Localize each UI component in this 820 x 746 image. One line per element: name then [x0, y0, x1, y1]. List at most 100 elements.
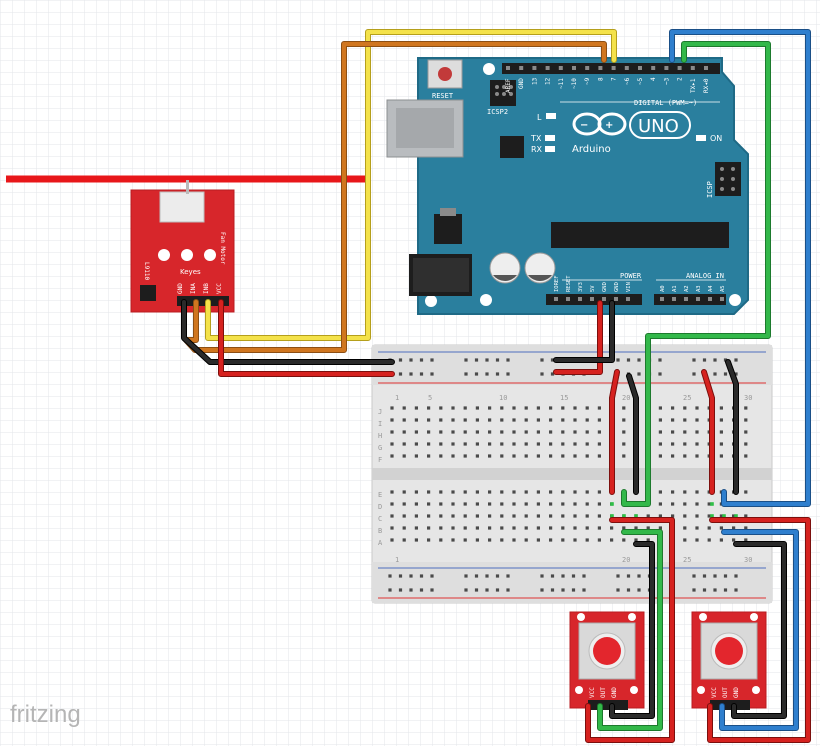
rail-hole[interactable]	[506, 574, 510, 578]
breadboard-hole[interactable]	[744, 430, 748, 434]
breadboard-hole[interactable]	[439, 454, 443, 458]
breadboard-hole[interactable]	[475, 514, 479, 518]
rail-hole[interactable]	[430, 588, 434, 592]
breadboard-hole[interactable]	[683, 442, 687, 446]
breadboard-hole[interactable]	[622, 526, 626, 530]
breadboard-hole[interactable]	[671, 442, 675, 446]
rail-hole[interactable]	[723, 372, 728, 376]
breadboard-hole[interactable]	[744, 454, 748, 458]
rail-hole[interactable]	[430, 372, 434, 376]
breadboard-hole[interactable]	[597, 514, 601, 518]
breadboard-hole[interactable]	[646, 514, 650, 518]
breadboard-hole[interactable]	[658, 430, 662, 434]
push-button-cap[interactable]	[715, 637, 743, 665]
rail-hole[interactable]	[702, 574, 707, 578]
breadboard-hole[interactable]	[695, 442, 699, 446]
breadboard-hole[interactable]	[475, 418, 479, 422]
breadboard-hole[interactable]	[439, 442, 443, 446]
breadboard-hole[interactable]	[536, 442, 540, 446]
header-pin[interactable]	[598, 66, 603, 70]
breadboard-hole[interactable]	[683, 430, 687, 434]
breadboard-hole[interactable]	[536, 502, 540, 506]
rail-hole[interactable]	[540, 372, 544, 376]
breadboard-hole[interactable]	[597, 406, 601, 410]
rail-hole[interactable]	[658, 372, 662, 376]
rail-hole[interactable]	[506, 372, 510, 376]
rail-hole[interactable]	[419, 358, 424, 362]
breadboard-hole[interactable]	[488, 526, 492, 530]
breadboard-hole[interactable]	[719, 538, 723, 542]
breadboard-hole[interactable]	[488, 430, 492, 434]
breadboard-hole[interactable]	[573, 406, 577, 410]
breadboard-hole[interactable]	[634, 526, 638, 530]
breadboard-hole-connected[interactable]	[710, 514, 714, 518]
rail-hole[interactable]	[561, 588, 565, 592]
rail-hole[interactable]	[582, 574, 586, 578]
breadboard-hole[interactable]	[390, 442, 394, 446]
header-pin[interactable]	[708, 297, 712, 301]
breadboard-hole[interactable]	[585, 502, 589, 506]
breadboard-hole[interactable]	[719, 406, 723, 410]
breadboard-hole[interactable]	[658, 406, 662, 410]
breadboard-hole[interactable]	[463, 502, 467, 506]
rail-hole[interactable]	[734, 372, 738, 376]
breadboard-hole[interactable]	[488, 538, 492, 542]
rail-hole[interactable]	[692, 358, 696, 362]
breadboard-hole[interactable]	[524, 442, 528, 446]
rail-hole[interactable]	[540, 574, 544, 578]
breadboard-hole[interactable]	[390, 418, 394, 422]
breadboard-hole[interactable]	[439, 490, 443, 494]
breadboard-hole[interactable]	[475, 502, 479, 506]
breadboard-hole[interactable]	[719, 430, 723, 434]
breadboard-hole[interactable]	[671, 490, 675, 494]
breadboard-hole[interactable]	[463, 430, 467, 434]
rail-hole[interactable]	[398, 358, 403, 362]
breadboard-hole[interactable]	[402, 442, 406, 446]
breadboard-hole[interactable]	[744, 418, 748, 422]
rail-hole[interactable]	[713, 588, 717, 592]
breadboard-hole[interactable]	[695, 454, 699, 458]
breadboard-hole[interactable]	[512, 526, 516, 530]
breadboard-hole[interactable]	[683, 418, 687, 422]
rail-hole[interactable]	[637, 358, 641, 362]
rail-hole[interactable]	[419, 574, 424, 578]
breadboard-hole[interactable]	[524, 430, 528, 434]
breadboard-hole[interactable]	[732, 526, 736, 530]
header-pin[interactable]	[566, 297, 570, 301]
breadboard-hole[interactable]	[390, 526, 394, 530]
breadboard-hole[interactable]	[414, 514, 418, 518]
rail-hole[interactable]	[734, 588, 738, 592]
breadboard-hole[interactable]	[475, 430, 479, 434]
header-pin[interactable]	[664, 66, 669, 70]
breadboard-hole[interactable]	[573, 502, 577, 506]
rail-hole[interactable]	[485, 372, 489, 376]
breadboard-hole[interactable]	[561, 418, 565, 422]
breadboard-hole[interactable]	[512, 406, 516, 410]
breadboard-hole[interactable]	[427, 502, 431, 506]
breadboard-hole[interactable]	[475, 538, 479, 542]
breadboard-hole[interactable]	[536, 406, 540, 410]
breadboard-hole[interactable]	[549, 442, 553, 446]
breadboard-hole[interactable]	[390, 538, 394, 542]
breadboard-hole[interactable]	[707, 514, 711, 518]
breadboard-hole[interactable]	[475, 454, 479, 458]
breadboard-hole[interactable]	[671, 502, 675, 506]
breadboard-hole[interactable]	[439, 538, 443, 542]
breadboard-hole[interactable]	[500, 406, 504, 410]
breadboard-hole[interactable]	[561, 502, 565, 506]
breadboard-hole[interactable]	[427, 418, 431, 422]
rail-hole[interactable]	[616, 588, 620, 592]
breadboard-hole[interactable]	[463, 490, 467, 494]
breadboard-hole[interactable]	[585, 442, 589, 446]
header-pin[interactable]	[677, 66, 682, 70]
breadboard-hole[interactable]	[439, 406, 443, 410]
breadboard-hole[interactable]	[402, 430, 406, 434]
breadboard-hole[interactable]	[414, 406, 418, 410]
breadboard-hole[interactable]	[549, 430, 553, 434]
breadboard-hole[interactable]	[671, 430, 675, 434]
breadboard-hole[interactable]	[561, 406, 565, 410]
rail-hole[interactable]	[658, 358, 662, 362]
breadboard-hole[interactable]	[707, 526, 711, 530]
header-pin[interactable]	[626, 297, 630, 301]
